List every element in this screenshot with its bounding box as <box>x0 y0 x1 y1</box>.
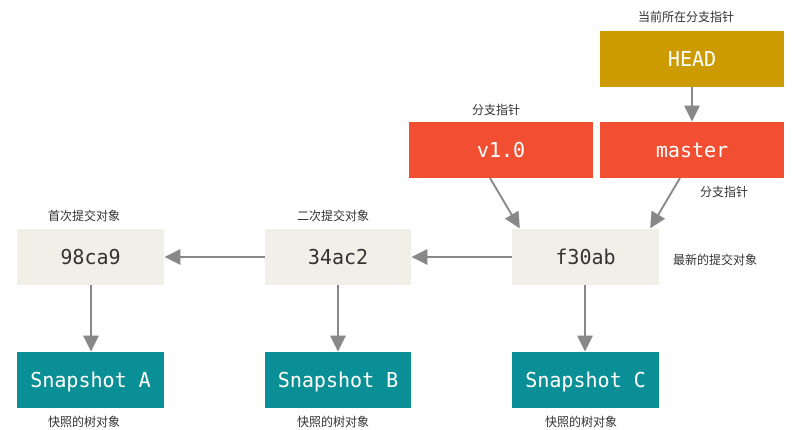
snapshot-b: Snapshot B <box>265 352 411 408</box>
snapshot-c: Snapshot C <box>512 352 659 408</box>
branch-master: master <box>600 122 784 178</box>
commit-f30ab: f30ab <box>512 229 659 285</box>
v1-annotation: 分支指针 <box>472 103 521 117</box>
commit-98ca9: 98ca9 <box>17 229 164 285</box>
snapshot-b-annotation: 快照的树对象 <box>297 415 370 429</box>
commit-34ac2-annotation: 二次提交对象 <box>297 209 370 223</box>
head-pointer: HEAD <box>600 31 784 87</box>
arrow-v1-to-f30ab <box>489 177 520 229</box>
master-annotation: 分支指针 <box>700 185 749 199</box>
head-annotation: 当前所在分支指针 <box>638 10 735 24</box>
snapshot-a: Snapshot A <box>17 352 164 408</box>
commit-98ca9-annotation: 首次提交对象 <box>48 209 121 223</box>
commit-34ac2: 34ac2 <box>265 229 411 285</box>
commit-f30ab-annotation: 最新的提交对象 <box>673 253 758 267</box>
branch-v1: v1.0 <box>409 122 593 178</box>
snapshot-a-annotation: 快照的树对象 <box>48 415 121 429</box>
snapshot-c-annotation: 快照的树对象 <box>545 415 618 429</box>
arrow-master-to-f30ab <box>650 177 681 229</box>
